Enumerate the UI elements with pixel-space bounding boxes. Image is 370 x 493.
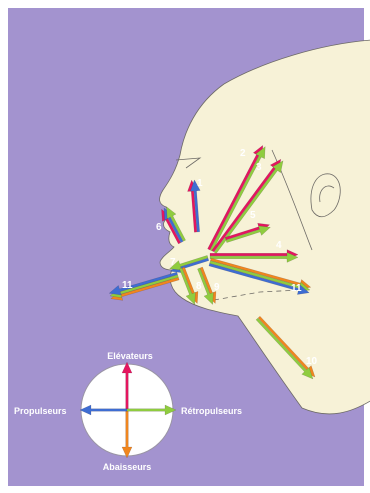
muscle-label-1: 1	[197, 178, 203, 189]
legend-label-elevateurs: Elévateurs	[107, 351, 153, 361]
muscle-label-5: 5	[250, 210, 256, 221]
muscle-label-2: 2	[240, 148, 246, 159]
muscle-label-3: 3	[256, 162, 262, 173]
muscle-label-4: 4	[276, 240, 282, 251]
muscle-label-10: 10	[306, 356, 318, 367]
muscle-label-6: 6	[156, 222, 162, 233]
muscle-label-9: 9	[214, 282, 220, 293]
muscle-label-11-front: 11	[122, 280, 133, 291]
muscle-label-7: 7	[170, 257, 176, 268]
legend-label-retropulseurs: Rétropulseurs	[181, 406, 242, 416]
muscle-label-11-back: 11	[291, 283, 302, 294]
legend-label-abaisseurs: Abaisseurs	[103, 462, 152, 472]
legend-label-propulseurs: Propulseurs	[14, 406, 67, 416]
muscle-label-8: 8	[196, 281, 202, 292]
